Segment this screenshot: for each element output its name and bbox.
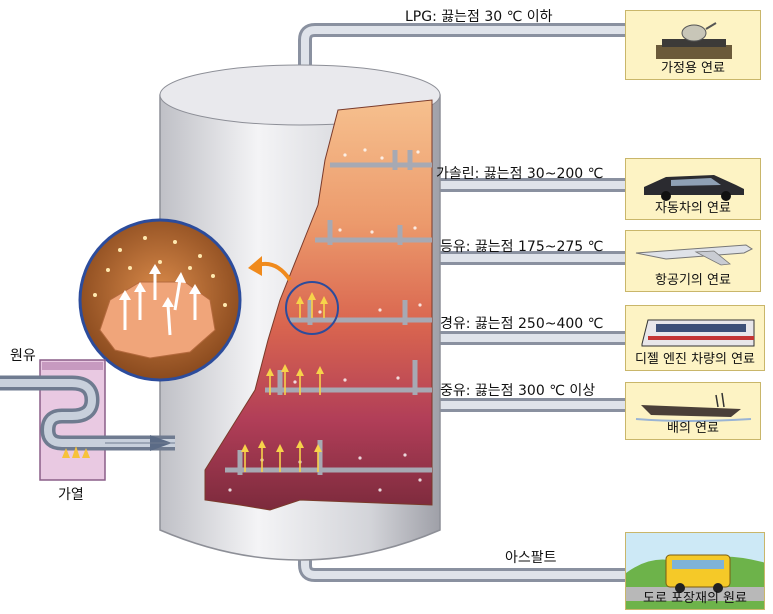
use-card-lpg: 가정용 연료 xyxy=(625,10,761,80)
fraction-label-gasoline: 가솔린: 끓는점 30~200 ℃ xyxy=(436,166,604,182)
rising-vapor-arrows xyxy=(241,292,328,472)
use-card-gasoline: 자동차의 연료 xyxy=(625,158,761,220)
crude-oil-label: 원유 xyxy=(10,348,36,364)
train-icon xyxy=(641,319,755,347)
tower-trays xyxy=(225,162,432,473)
use-caption-lpg: 가정용 연료 xyxy=(661,61,725,76)
fraction-label-diesel: 경유: 끓는점 250~400 ℃ xyxy=(440,316,604,332)
use-card-diesel: 디젤 엔진 차량의 연료 xyxy=(625,305,765,371)
use-card-kerosene: 항공기의 연료 xyxy=(625,230,761,292)
crude-oil-pipe xyxy=(0,375,175,451)
use-caption-kerosene: 항공기의 연료 xyxy=(655,273,731,288)
heating-flame-icon xyxy=(62,446,90,458)
use-caption-diesel: 디젤 엔진 차량의 연료 xyxy=(634,352,756,367)
vapor-dots xyxy=(228,148,422,492)
fraction-label-heavy: 중유: 끓는점 300 ℃ 이상 xyxy=(440,383,596,399)
airplane-icon xyxy=(635,244,753,266)
fraction-label-asphalt: 아스팔트 xyxy=(505,550,557,566)
car-icon xyxy=(644,175,744,201)
bus-road-icon xyxy=(626,554,764,609)
use-caption-gasoline: 자동차의 연료 xyxy=(655,201,731,216)
stove-icon xyxy=(656,22,732,59)
use-card-asphalt: 도로 포장재의 원료 xyxy=(625,532,765,610)
tray-downcomers xyxy=(237,150,418,475)
ship-icon xyxy=(635,392,752,422)
detail-highlight-ring xyxy=(285,281,339,335)
zoom-detail-bubble xyxy=(78,218,242,382)
distillation-tower xyxy=(159,64,441,561)
fraction-label-lpg: LPG: 끓는점 30 ℃ 이하 xyxy=(405,9,553,25)
use-caption-asphalt: 도로 포장재의 원료 xyxy=(643,591,747,606)
tower-interior-cutaway xyxy=(204,99,433,511)
use-caption-heavy: 배의 연료 xyxy=(667,421,719,436)
use-card-heavy: 배의 연료 xyxy=(625,382,761,440)
fraction-label-kerosene: 등유: 끓는점 175~275 ℃ xyxy=(440,239,604,255)
heating-label: 가열 xyxy=(58,487,84,503)
